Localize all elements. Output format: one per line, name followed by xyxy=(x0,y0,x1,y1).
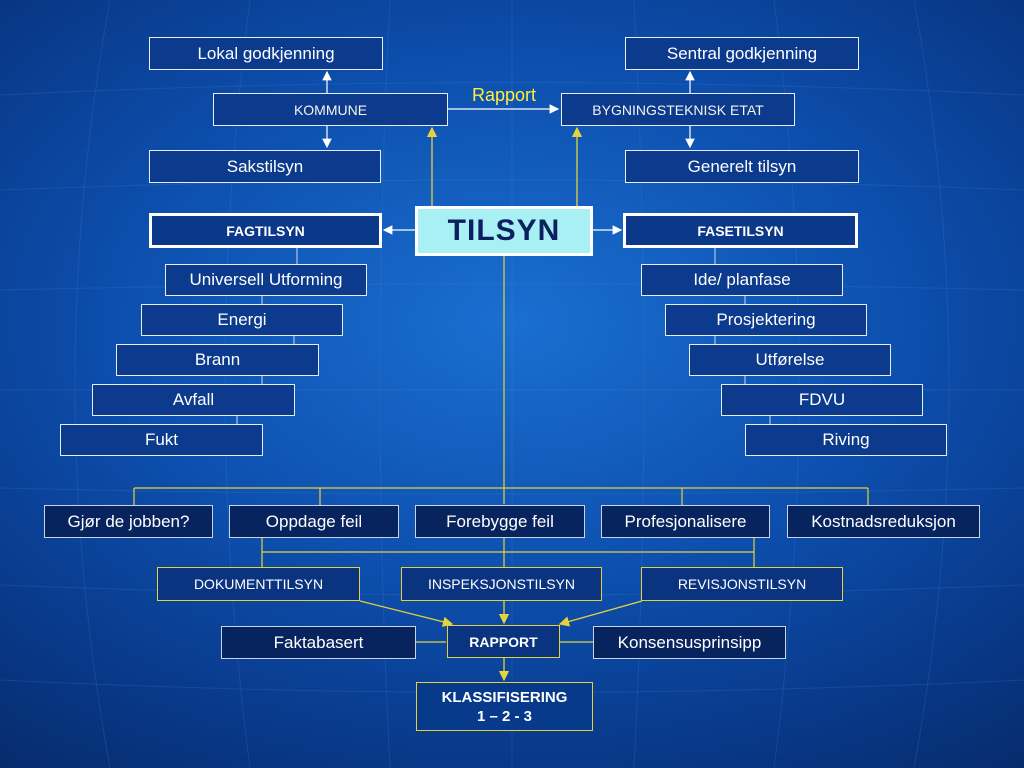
fasetilsyn-item: FDVU xyxy=(721,384,923,416)
kommune-label: KOMMUNE xyxy=(293,101,368,118)
rapport-box: RAPPORT xyxy=(447,625,560,658)
generelt-tilsyn-label: Generelt tilsyn xyxy=(687,156,797,176)
goal-box: Gjør de jobben? xyxy=(44,505,213,538)
sakstilsyn-label: Sakstilsyn xyxy=(226,156,304,176)
klassifisering-title: KLASSIFISERING xyxy=(441,688,568,706)
fagtilsyn-item: Universell Utforming xyxy=(165,264,367,296)
fagtilsyn-title: FAGTILSYN xyxy=(226,222,305,239)
fasetilsyn-item: Prosjektering xyxy=(665,304,867,336)
fagtilsyn-item-label: Energi xyxy=(217,310,267,329)
rapport-label: RAPPORT xyxy=(469,633,538,650)
fasetilsyn-item-label: Riving xyxy=(822,430,870,449)
method-label: DOKUMENTTILSYN xyxy=(193,576,324,592)
faktabasert-box: Faktabasert xyxy=(221,626,416,659)
sakstilsyn-box: Sakstilsyn xyxy=(149,150,381,183)
fagtilsyn-box: FAGTILSYN xyxy=(149,213,382,248)
rapport-arrow-label: Rapport xyxy=(472,85,537,105)
sentral-godkjenning-label: Sentral godkjenning xyxy=(666,43,818,63)
goal-label: Oppdage feil xyxy=(265,511,363,531)
fasetilsyn-item-label: Prosjektering xyxy=(716,310,816,329)
fasetilsyn-item-label: Ide/ planfase xyxy=(693,270,791,289)
goal-box: Forebygge feil xyxy=(415,505,585,538)
fasetilsyn-item-label: Utførelse xyxy=(755,350,825,369)
konsensusprinsipp-label: Konsensusprinsipp xyxy=(617,632,762,652)
goal-label: Kostnadsreduksjon xyxy=(811,511,956,531)
sentral-godkjenning-box: Sentral godkjenning xyxy=(625,37,859,70)
method-box: REVISJONSTILSYN xyxy=(641,567,843,601)
goal-label: Profesjonalisere xyxy=(624,511,747,531)
fagtilsyn-item: Fukt xyxy=(60,424,263,456)
tilsyn-center-box: TILSYN xyxy=(415,206,593,256)
klassifisering-levels: 1 – 2 - 3 xyxy=(476,707,533,725)
lokal-godkjenning-box: Lokal godkjenning xyxy=(149,37,383,70)
klassifisering-box: KLASSIFISERING 1 – 2 - 3 xyxy=(416,682,593,731)
fasetilsyn-item: Utførelse xyxy=(689,344,891,376)
generelt-tilsyn-box: Generelt tilsyn xyxy=(625,150,859,183)
lokal-godkjenning-label: Lokal godkjenning xyxy=(197,43,335,63)
fagtilsyn-item: Energi xyxy=(141,304,343,336)
kommune-box: KOMMUNE xyxy=(213,93,448,126)
goal-box: Kostnadsreduksjon xyxy=(787,505,980,538)
konsensusprinsipp-box: Konsensusprinsipp xyxy=(593,626,786,659)
goal-box: Profesjonalisere xyxy=(601,505,770,538)
goal-label: Forebygge feil xyxy=(446,511,554,531)
fasetilsyn-title: FASETILSYN xyxy=(697,222,784,239)
bygningsteknisk-etat-box: BYGNINGSTEKNISK ETAT xyxy=(561,93,795,126)
fagtilsyn-item-label: Brann xyxy=(194,350,241,369)
fasetilsyn-item: Riving xyxy=(745,424,947,456)
method-label: INSPEKSJONSTILSYN xyxy=(427,576,576,592)
fasetilsyn-box: FASETILSYN xyxy=(623,213,858,248)
bygningsteknisk-etat-label: BYGNINGSTEKNISK ETAT xyxy=(592,101,764,118)
fagtilsyn-item-label: Avfall xyxy=(172,390,215,409)
goal-box: Oppdage feil xyxy=(229,505,399,538)
faktabasert-label: Faktabasert xyxy=(273,632,364,652)
goal-label: Gjør de jobben? xyxy=(67,511,190,531)
fagtilsyn-item-label: Fukt xyxy=(144,430,179,449)
fagtilsyn-item-label: Universell Utforming xyxy=(189,270,343,289)
fasetilsyn-item: Ide/ planfase xyxy=(641,264,843,296)
method-box: DOKUMENTTILSYN xyxy=(157,567,360,601)
tilsyn-title: TILSYN xyxy=(447,214,561,247)
method-box: INSPEKSJONSTILSYN xyxy=(401,567,602,601)
fagtilsyn-item: Brann xyxy=(116,344,319,376)
fasetilsyn-item-label: FDVU xyxy=(798,390,846,409)
fagtilsyn-item: Avfall xyxy=(92,384,295,416)
method-label: REVISJONSTILSYN xyxy=(677,576,807,592)
